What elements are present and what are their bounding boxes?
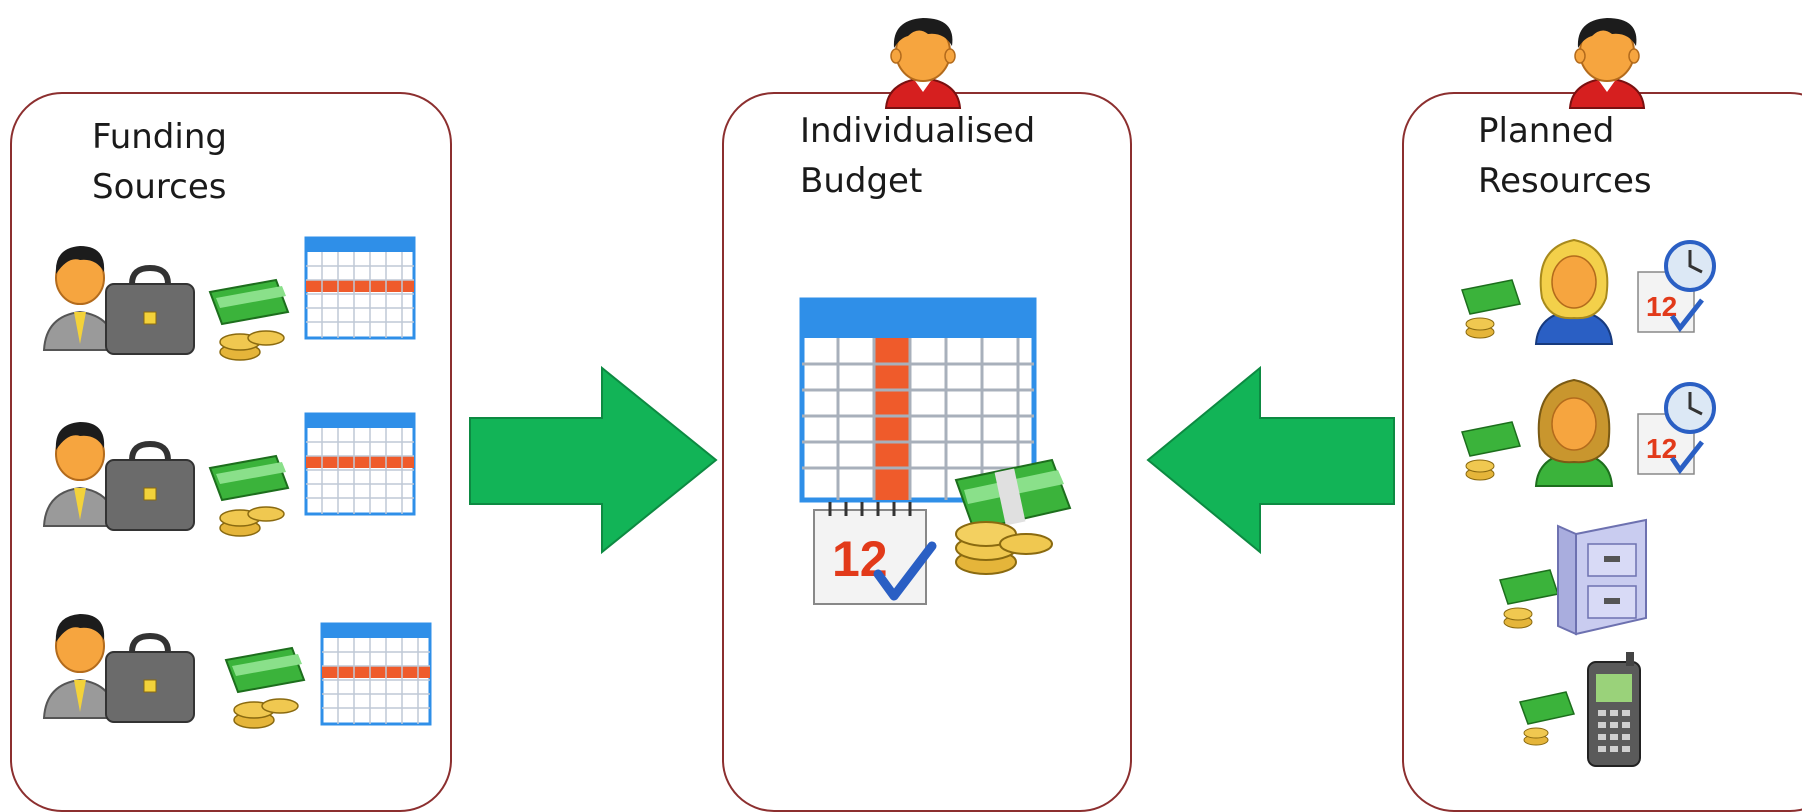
money-coins-icon (208, 454, 290, 537)
money-coins-icon (1461, 421, 1521, 481)
funding-source-row (40, 600, 440, 760)
calendar-clock-icon: 12 (1637, 240, 1716, 333)
resources-title-line2: Resources (1478, 161, 1652, 201)
money-coins-icon (1461, 279, 1521, 339)
budget-spreadsheet-icon (798, 296, 1038, 506)
briefcase-icon (105, 632, 195, 723)
funding-sources-title: Funding Sources (92, 112, 227, 212)
individualised-budget-title: Individualised Budget (800, 106, 1035, 206)
resource-row (1516, 652, 1676, 772)
resource-row: 12 (1458, 228, 1718, 358)
budget-title-line1: Individualised (800, 111, 1036, 151)
briefcase-icon (105, 264, 195, 355)
funding-source-row (40, 408, 440, 568)
woman-brown-hair-icon (1534, 378, 1614, 487)
woman-blonde-icon (1534, 238, 1614, 345)
calendar-check-icon: 12 (810, 500, 940, 610)
briefcase-icon (105, 440, 195, 531)
person-red-shirt-icon (1562, 12, 1652, 109)
spreadsheet-icon (320, 622, 432, 726)
businessman-icon (42, 246, 118, 351)
resource-row (1496, 514, 1696, 644)
money-coins-icon (936, 450, 1076, 580)
spreadsheet-icon (304, 412, 416, 516)
money-coins-icon (224, 646, 306, 729)
filing-cabinet-icon (1557, 518, 1647, 636)
resources-title-line1: Planned (1478, 111, 1615, 151)
money-coins-icon (1519, 691, 1575, 746)
spreadsheet-icon (304, 236, 416, 340)
businessman-icon (42, 422, 118, 527)
funding-source-row (40, 232, 440, 392)
calendar-clock-icon: 12 (1637, 382, 1716, 475)
person-red-shirt-icon (878, 12, 968, 109)
arrow-left-icon (1146, 365, 1395, 558)
planned-resources-title: Planned Resources (1478, 106, 1652, 206)
funding-title-line1: Funding (92, 117, 227, 157)
funding-title-line2: Sources (92, 167, 227, 207)
mobile-phone-icon (1587, 652, 1641, 767)
budget-title-line2: Budget (800, 161, 923, 201)
money-coins-icon (208, 278, 290, 361)
resource-row: 12 (1458, 370, 1718, 500)
money-coins-icon (1499, 569, 1559, 629)
businessman-icon (42, 614, 118, 719)
arrow-right-icon (469, 365, 718, 558)
